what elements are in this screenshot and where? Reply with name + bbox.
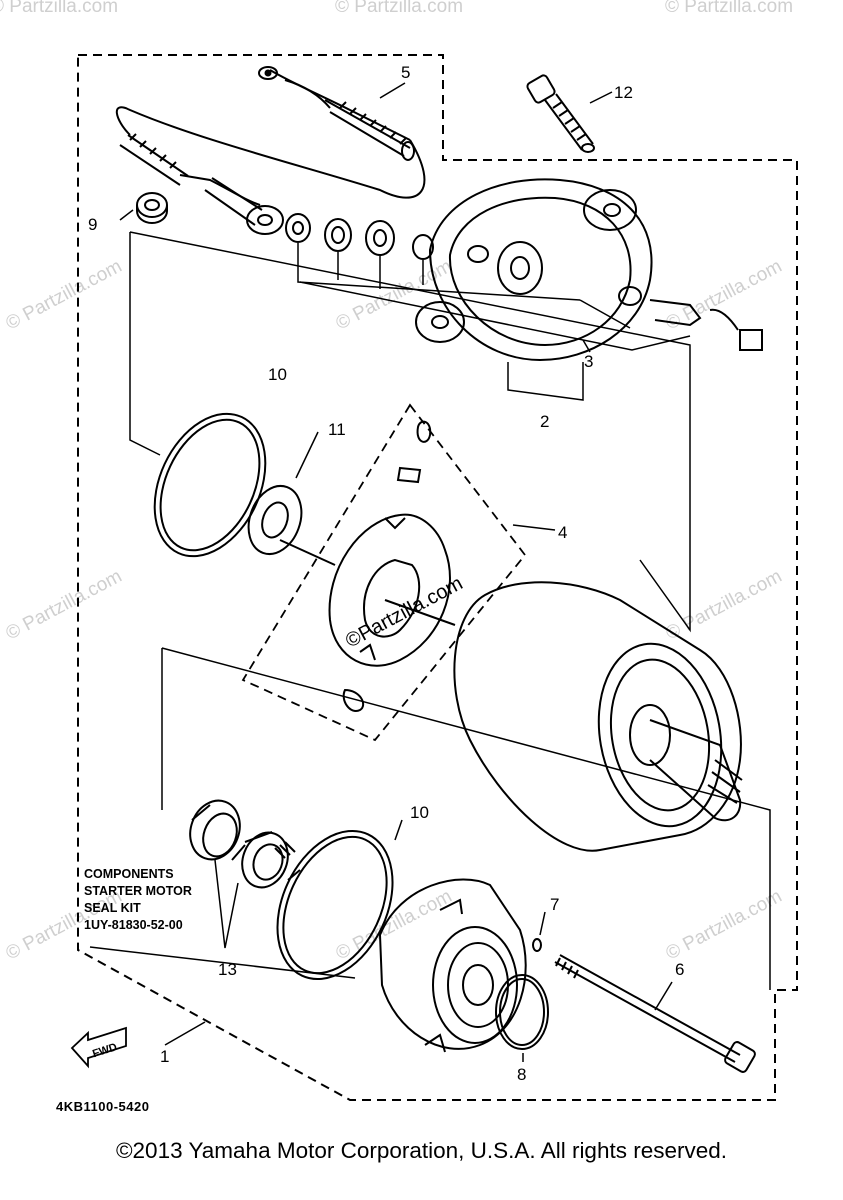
callout-1: 1 [160,1047,169,1066]
watermark-text: © Partzilla.com [2,566,125,645]
watermark-center: ©Partzilla.com [342,572,466,652]
needle-bearing [241,831,301,889]
kit-note-line: COMPONENTS [84,867,174,881]
callout-11: 11 [328,420,346,439]
washer-set [285,213,434,260]
small-o-ring [532,938,542,952]
forward-direction-icon: FWD [70,1026,127,1069]
watermark-text: © Partzilla.com [332,256,455,335]
callout-12: 12 [614,83,633,102]
seal-group-bracket [161,647,771,990]
callout-13: 13 [218,960,237,979]
callout-7: 7 [550,895,559,914]
leader-lines-bottom [89,431,673,1062]
copyright-footer: ©2013 Yamaha Motor Corporation, U.S.A. A… [115,1138,728,1163]
seal-kit-note: COMPONENTS STARTER MOTOR SEAL KIT 1UY-81… [84,867,192,932]
diagram-code: 4KB1100-5420 [56,1099,149,1114]
kit-note-line: STARTER MOTOR [84,884,192,898]
watermark-text: © Partzilla.com [0,0,118,17]
callout-10-bottom: 10 [410,803,429,822]
gasket-group-bracket [129,231,691,633]
watermark-text: © Partzilla.com [665,0,793,17]
callout-10-top: 10 [268,365,287,384]
oil-seal [189,799,246,861]
watermark-layer: © Partzilla.com © Partzilla.com © Partzi… [0,0,793,964]
armature [453,581,743,852]
callout-6: 6 [675,960,684,979]
kit-note-part-number: 1UY-81830-52-00 [84,918,183,932]
watermark-text: © Partzilla.com [332,886,455,965]
brush-plate [279,420,456,712]
bolt [526,74,595,153]
callout-4: 4 [558,523,567,542]
watermark-text: © Partzilla.com [335,0,463,17]
o-ring-front [495,974,549,1050]
assembly-boundary [77,54,798,1101]
callout-9: 9 [88,215,97,234]
o-ring-top [153,412,267,558]
kit-note-line: SEAL KIT [84,901,141,915]
watermark-text: © Partzilla.com [662,566,785,645]
brush-set-box [241,403,527,742]
through-bolt [554,954,756,1073]
rear-cover [415,178,763,362]
watermark-text: © Partzilla.com [662,256,785,335]
nut [136,192,168,224]
lead-wire [115,66,426,235]
o-ring-bottom [276,829,394,981]
callout-5: 5 [401,63,410,82]
callout-8: 8 [517,1065,526,1084]
watermark-text: © Partzilla.com [2,256,125,335]
thrust-washer [247,485,303,555]
callout-2: 2 [540,412,549,431]
watermark-text: © Partzilla.com [662,886,785,965]
leader-lines-top [119,82,691,401]
callout-3: 3 [584,352,593,371]
